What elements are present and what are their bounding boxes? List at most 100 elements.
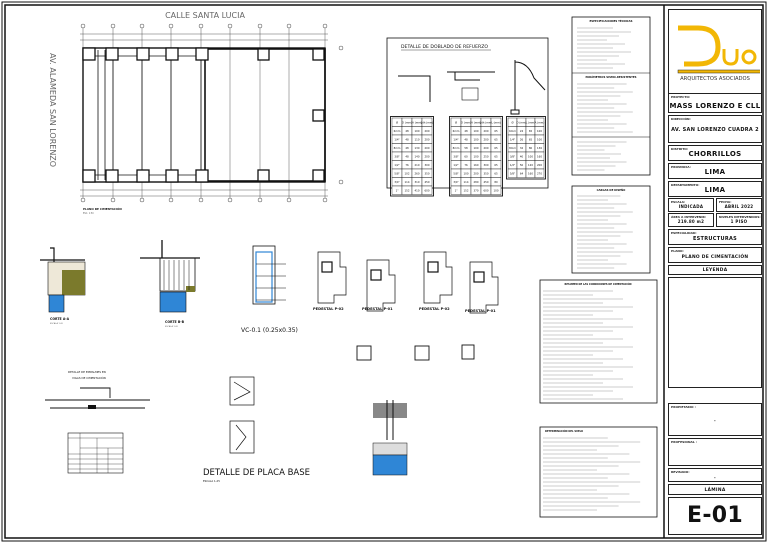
- table-value: 3/4": [394, 180, 399, 184]
- leyenda-area: [668, 277, 762, 388]
- grid-axis-bubble: [139, 23, 145, 29]
- grid-axis-bubble: [198, 197, 204, 203]
- pedestal-detail: PEDESTAL P-01: [362, 259, 396, 312]
- hook-90-drawing: [398, 75, 431, 102]
- table-value: 1/2": [453, 163, 458, 167]
- grid-axis-bubble: [257, 23, 263, 29]
- profesional-field: PROFESIONAL :: [668, 438, 762, 466]
- table-value: 80: [494, 180, 498, 184]
- table-value: 120: [528, 163, 533, 167]
- niveles-field: NIVELES INTERVENIDOS:1 PISO: [716, 213, 762, 227]
- table-value: 1/2": [510, 163, 515, 167]
- table-cell: [421, 185, 433, 195]
- table-value: 160: [474, 163, 479, 167]
- footing-section: [372, 400, 408, 476]
- table-value: 100: [537, 138, 542, 142]
- revisado-field: REVISADO:-: [668, 468, 762, 482]
- footing-column: [105, 47, 119, 61]
- table-cell: [534, 168, 545, 178]
- table-value: 3/8": [510, 155, 515, 159]
- table-value: 5/8": [453, 172, 458, 176]
- grid-axis-bubble: [110, 197, 116, 203]
- table-value: 3/4": [453, 180, 458, 184]
- table-value: 102: [405, 172, 410, 176]
- table-value: 160: [537, 155, 542, 159]
- escala-field: ESCALA:INDICADA: [668, 198, 714, 212]
- table-value: 210: [415, 163, 420, 167]
- svg-text:VIGAS DE CIMENTACIÓN: VIGAS DE CIMENTACIÓN: [72, 375, 106, 380]
- table-value: 65: [494, 129, 498, 133]
- table-value: 100: [537, 129, 542, 133]
- table-header: D (mm): [461, 121, 471, 125]
- grid-axis-bubble: [110, 23, 116, 29]
- rebar-table: [390, 116, 434, 197]
- rebar-table: [506, 116, 546, 180]
- table-value: 24: [520, 129, 524, 133]
- table-value: 110: [415, 138, 420, 142]
- table-value: 100: [474, 146, 479, 150]
- footing-column: [136, 169, 150, 183]
- grid-axis-bubble: [198, 23, 204, 29]
- table-value: 270: [537, 172, 542, 176]
- pedestal-detail: PEDESTAL P-01: [465, 261, 499, 314]
- table-value: 76: [464, 163, 468, 167]
- seismic-title: PARÁMETROS SISMO-RESISTENTES: [586, 74, 637, 79]
- table-value: 65: [494, 172, 498, 176]
- footing-column: [257, 169, 270, 182]
- footing-column: [105, 169, 119, 183]
- logo-box: ARQUITECTOS ASOCIADOS: [668, 9, 762, 94]
- soil-determination-title: DETERMINACIÓN DEL SUELO: [545, 430, 583, 433]
- table-value: 48: [405, 138, 409, 142]
- table-value: 8mm: [453, 146, 460, 150]
- splice-beam-drawing: [45, 387, 150, 409]
- table-value: 50: [520, 163, 524, 167]
- table-header: L (mm): [491, 121, 500, 125]
- pedestal-label: PEDESTAL P-02: [419, 307, 450, 311]
- foundation-plan: CALLE SANTA LUCIA AV. ALAMEDA SAN LORENZ…: [48, 11, 344, 215]
- stirrup-hook-drawing: [514, 60, 546, 110]
- grid-axis-bubble: [168, 23, 174, 29]
- pedestal-label: PEDESTAL P-01: [362, 307, 393, 311]
- table-value: 140: [415, 155, 420, 159]
- table-value: 65: [494, 138, 498, 142]
- table-value: 410: [415, 189, 420, 193]
- direccion-field: DIRECCIÓN:AV. SAN LORENZO CUADRA 2: [668, 115, 762, 143]
- table-value: 1/4": [453, 138, 458, 142]
- pedestal-label: PEDESTAL P-02: [313, 307, 344, 311]
- table-value: 152: [405, 189, 410, 193]
- table-value: 250: [484, 155, 489, 159]
- plano-field: PLANO:PLANO DE CIMENTACIÓN: [668, 247, 762, 263]
- area-field: ÁREA A INTERVENIR:219.80 m2: [668, 213, 714, 227]
- table-value: 48: [464, 129, 468, 133]
- pedestal-detail: PEDESTAL P-02: [419, 251, 453, 311]
- hook-135-drawing: [447, 71, 495, 81]
- table-value: 65: [494, 163, 498, 167]
- table-value: 200: [425, 155, 430, 159]
- table-header: A (mm): [412, 121, 422, 125]
- notes-column: ESPECIFICACIONES TÉCNICAS PARÁMETROS SIS…: [539, 16, 658, 518]
- table-value: 80: [529, 146, 533, 150]
- grid-axis-bubble: [322, 197, 328, 203]
- table-value: 100: [474, 155, 479, 159]
- logo-subtitle: ARQUITECTOS ASOCIADOS: [680, 76, 750, 82]
- table-value: 450: [484, 180, 489, 184]
- splice-table: [67, 432, 124, 474]
- table-value: 100: [464, 172, 469, 176]
- table-value: 1": [455, 189, 458, 193]
- departamento-field: DEPARTAMENTO:LIMA: [668, 181, 762, 197]
- table-value: 32: [520, 146, 524, 150]
- table-value: 3/8": [394, 155, 399, 159]
- svg-text:ESCALA 1:20: ESCALA 1:20: [50, 322, 64, 325]
- footing-column: [136, 47, 150, 61]
- footing-column: [195, 169, 209, 183]
- table-value: 100: [494, 189, 499, 193]
- table-value: 65: [494, 155, 498, 159]
- table-value: 160: [528, 172, 533, 176]
- grid-axis-bubble: [168, 197, 174, 203]
- base-plate-title: DETALLE DE PLACA BASE: [203, 468, 310, 478]
- table-value: 310: [415, 180, 420, 184]
- leyenda-header: LEYENDA: [668, 265, 762, 275]
- pedestal-label: PEDESTAL P-01: [465, 309, 496, 313]
- table-header: D (mm): [402, 121, 412, 125]
